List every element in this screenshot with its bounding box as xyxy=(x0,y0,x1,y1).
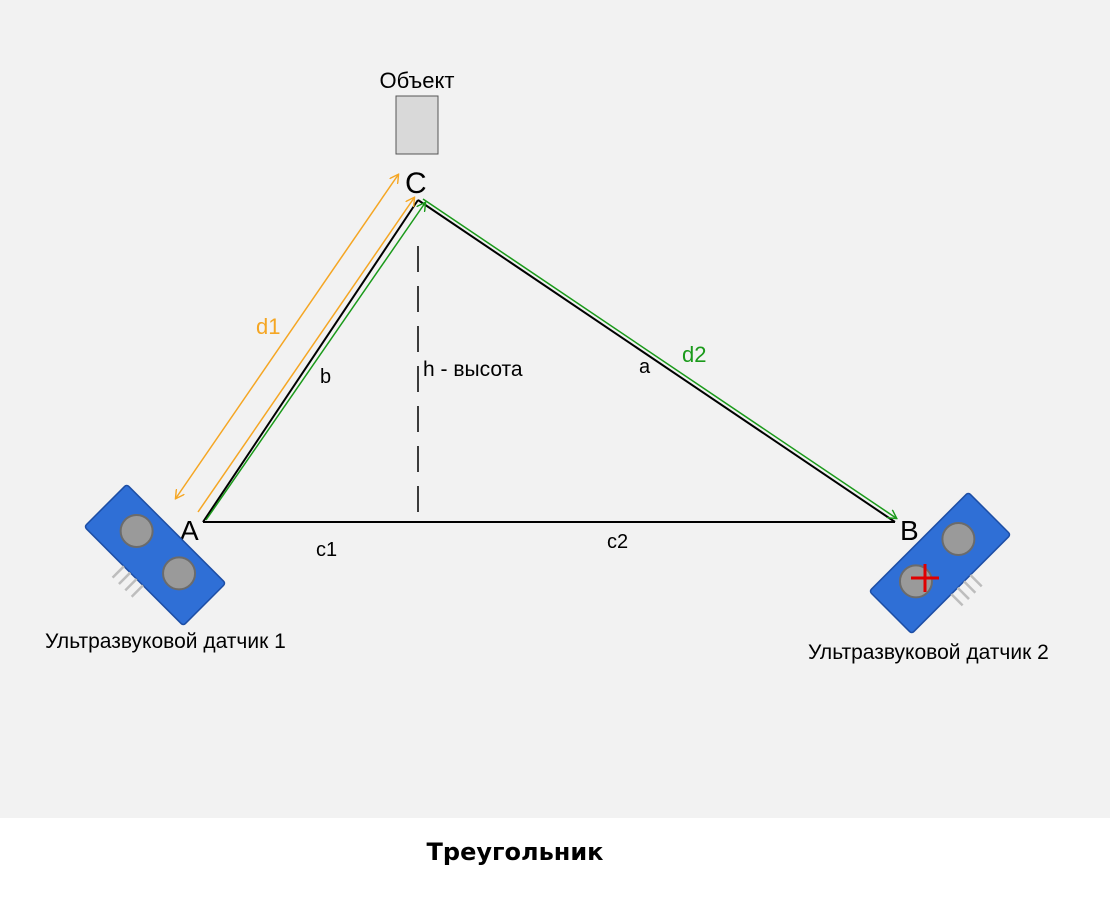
sensor-2-board xyxy=(869,492,1011,634)
vertex-a-label: A xyxy=(180,515,199,546)
sensor-1-pins xyxy=(111,565,144,598)
figure-caption: Треугольник xyxy=(426,838,604,866)
d2-arrow xyxy=(422,198,896,518)
height-label: h - высота xyxy=(423,358,523,381)
d1-arrow xyxy=(176,175,398,498)
sensor-1-label: Ультразвуковой датчик 1 xyxy=(45,630,286,653)
crosshair-icon xyxy=(911,564,939,592)
sensor-1-eye-right xyxy=(162,556,197,591)
sensor-2-eye-right xyxy=(941,521,976,556)
vertex-b-label: B xyxy=(900,515,919,546)
diagram-canvas: Объект C A B b a c1 c2 d1 d2 h - высота xyxy=(0,0,1110,818)
d2-up-arrow xyxy=(205,203,425,521)
d2-label: d2 xyxy=(682,342,706,367)
object-label: Объект xyxy=(380,68,455,93)
segment-c2-label: c2 xyxy=(607,531,628,553)
sensor-1 xyxy=(84,484,226,626)
side-a-label: a xyxy=(639,356,651,378)
side-b-label: b xyxy=(320,366,331,388)
sensor-1-board xyxy=(84,484,226,626)
sensor-1-eye-left xyxy=(119,513,154,548)
side-b-line xyxy=(202,199,419,523)
side-a-line xyxy=(417,199,896,523)
segment-c1-label: c1 xyxy=(316,539,337,561)
d1-label: d1 xyxy=(256,314,280,339)
sensor-2-pins xyxy=(950,574,983,607)
d1-return-arrow xyxy=(197,198,414,513)
sensor-2 xyxy=(869,492,1011,634)
object-box xyxy=(395,95,439,155)
sensor-2-label: Ультразвуковой датчик 2 xyxy=(808,641,1049,664)
triangle-diagram: Объект C A B b a c1 c2 d1 d2 h - высота xyxy=(45,68,1049,664)
vertex-c-label: C xyxy=(405,167,427,200)
